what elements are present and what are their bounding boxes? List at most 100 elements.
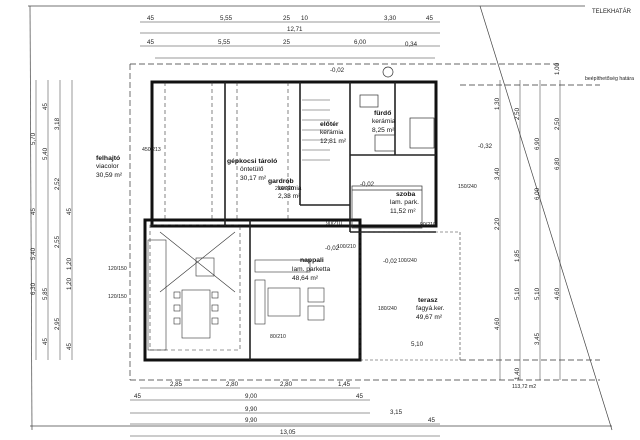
right-dim-12: 1,40 — [514, 367, 521, 380]
level-2: -0,02 — [383, 258, 398, 265]
room-nappali: nappali lam. parketta 48,64 m² — [292, 257, 330, 282]
bottom-dim-7: 45 — [356, 393, 363, 400]
bottom-dim-9: 9,90 — [245, 417, 258, 424]
left-dim-7: 5,85 — [42, 287, 49, 300]
room-material: lam. park. — [390, 199, 419, 206]
room-terasz: terasz fagyá.ker. 49,67 m² — [416, 297, 445, 321]
left-dim-16: 45 — [66, 343, 73, 350]
room-name: fürdő — [374, 110, 391, 117]
room-name: nappali — [300, 257, 324, 264]
opening-7: 180/240 — [378, 306, 397, 312]
right-dim-3: 2,50 — [514, 107, 521, 120]
top-dim-6: 45 — [426, 15, 433, 22]
opening-9: 100/240 — [398, 258, 417, 264]
lot-boundary — [28, 5, 613, 431]
opening-1: 450/213 — [142, 147, 161, 153]
right-dim-11: 4,60 — [494, 317, 501, 330]
top-dim-5: 3,30 — [384, 15, 397, 22]
room-name: terasz — [418, 297, 438, 304]
room-material: kerámia — [372, 118, 396, 125]
left-dim-6: 5,40 — [42, 147, 49, 160]
left-dim-3: 5,40 — [30, 247, 37, 260]
bottom-dim-10: 3,15 — [390, 409, 403, 416]
room-area: 30,59 m² — [96, 172, 123, 179]
left-dim-5: 45 — [42, 103, 49, 110]
room-area: 12,81 m² — [320, 138, 347, 145]
bottom-dim-8: 9,90 — [245, 406, 258, 413]
room-name: felhajtó — [96, 155, 120, 162]
opening-6: 100/210 — [337, 244, 356, 250]
top-dimension-lines — [140, 21, 440, 59]
right-dim-14: 5,10 — [534, 287, 541, 300]
right-dim-2: 3,40 — [494, 167, 501, 180]
room-szoba: szoba lam. park. 11,52 m² — [390, 191, 419, 215]
room-name: szoba — [396, 191, 415, 198]
room-eloter: előtér kerámia 12,81 m² — [320, 121, 347, 145]
living-furniture — [254, 259, 325, 325]
room-name: gépkocsi tároló — [227, 158, 277, 165]
level-1: -0,02 — [330, 67, 345, 74]
bottom-dim-total: 13,05 — [280, 429, 296, 436]
room-material: öntetülő — [240, 166, 264, 173]
top-dim-total: 12,71 — [287, 26, 303, 33]
top-dim-10: 6,00 — [354, 39, 367, 46]
right-dim-7: 6,80 — [554, 157, 561, 170]
left-dim-9: 3,18 — [54, 117, 61, 130]
level-3: -0,32 — [478, 143, 493, 150]
room-name: gardrób — [268, 178, 294, 185]
left-dimension-lines — [35, 80, 73, 360]
street-label: TELEKHATÁR — [592, 8, 632, 15]
bottom-dim-2: 2,80 — [226, 381, 239, 388]
room-material: viacolor — [96, 163, 120, 170]
top-dim-8: 5,55 — [218, 39, 231, 46]
right-dim-4: 6,90 — [534, 137, 541, 150]
room-material: fagyá.ker. — [416, 305, 445, 312]
top-dim-4: 10 — [301, 15, 308, 22]
room-material: kerámia — [320, 129, 344, 136]
opening-3: 120/150 — [108, 294, 127, 300]
top-dim-9: 25 — [283, 39, 290, 46]
room-area: 11,52 m² — [390, 208, 416, 215]
right-dim-15: 4,60 — [554, 287, 561, 300]
staircase — [302, 99, 330, 161]
bottom-dim-5: 45 — [134, 393, 141, 400]
left-dim-8: 45 — [42, 338, 49, 345]
room-area: 30,17 m² — [240, 175, 267, 182]
bottom-dim-11: 45 — [428, 417, 435, 424]
level-5: -0,02 — [325, 245, 340, 252]
opening-2: 120/150 — [108, 266, 127, 272]
room-area: 8,25 m² — [372, 127, 395, 134]
room-furdo: fürdő kerámia 8,25 m² — [372, 110, 396, 134]
bottom-dim-4: 1,45 — [338, 381, 351, 388]
room-material: lam. parketta — [292, 266, 330, 273]
right-dim-8: 6,00 — [534, 187, 541, 200]
left-dim-14: 1,20 — [66, 257, 73, 270]
bottom-dim-3: 2,80 — [280, 381, 293, 388]
room-material: kerámia — [278, 185, 302, 192]
bottom-dim-1: 2,85 — [170, 381, 183, 388]
right-dimension-lines — [499, 80, 561, 380]
right-dim-5: 1,00 — [554, 62, 561, 75]
opening-5: 90/210 — [326, 221, 342, 227]
room-garage: gépkocsi tároló öntetülő 30,17 m² — [227, 158, 277, 182]
left-dim-13: 45 — [66, 208, 73, 215]
room-area: 2,33 m² — [278, 193, 301, 200]
left-dim-10: 2,52 — [54, 177, 61, 190]
terrace — [359, 231, 461, 361]
bathroom-fixtures — [359, 66, 435, 152]
right-dim-1: 1,30 — [494, 97, 501, 110]
room-gardrob: gardrób kerámia 2,33 m² — [268, 178, 302, 200]
room-area: 49,67 m² — [416, 314, 443, 321]
bed — [351, 185, 423, 229]
room-area: 48,64 m² — [292, 275, 319, 282]
terrace-width-dim: 5,10 — [411, 341, 424, 348]
top-dim-11: 0,34 — [405, 41, 418, 48]
build-line-label: beépíthetőség határa — [585, 76, 634, 82]
build-line — [129, 63, 600, 381]
right-dim-16: 3,45 — [534, 332, 541, 345]
right-dim-10: 1,85 — [514, 249, 521, 262]
room-name: előtér — [320, 121, 339, 128]
opening-8: 150/240 — [458, 184, 477, 190]
top-dim-2: 5,55 — [220, 15, 233, 22]
